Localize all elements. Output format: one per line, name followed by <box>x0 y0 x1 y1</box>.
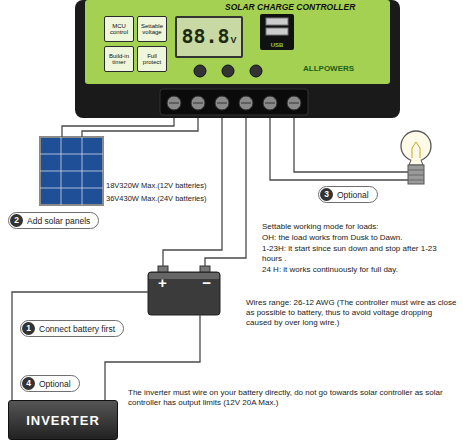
note-text: 18V320W Max.(12V batteries) <box>106 180 206 192</box>
note-text: 24 H: it works continuously for full day… <box>262 265 458 275</box>
buttons <box>194 65 262 77</box>
usb-housing <box>260 14 294 50</box>
product-title: SOLAR CHARGE CONTROLLER <box>225 2 400 12</box>
screw-slots <box>169 102 299 103</box>
battery: +− <box>148 266 220 315</box>
feature-tile: Full protect <box>137 46 167 72</box>
inverter: INVERTER <box>8 400 118 440</box>
battery-body <box>148 272 220 315</box>
bulb-thread <box>408 170 424 180</box>
feature-tile: Build-in timer <box>104 46 134 72</box>
solar-panel <box>40 137 103 205</box>
wire-connector <box>163 118 246 266</box>
note-text: 36V430W Max.(24V batteries) <box>106 193 206 205</box>
terminal-screws <box>167 96 301 110</box>
note-group: 18V320W Max.(12V batteries)36V430W Max.(… <box>106 180 206 206</box>
callout: 4 Optional <box>20 375 80 392</box>
callout-number: 2 <box>10 214 23 227</box>
callout: 1 Connect battery first <box>20 320 124 337</box>
device-name: INVERTER <box>26 413 100 428</box>
terminal-block <box>160 89 308 115</box>
wire-connector <box>12 292 200 400</box>
callout-text: Optional <box>39 379 71 389</box>
callout-text: Connect battery first <box>39 324 115 334</box>
button <box>222 65 234 77</box>
feature-tile: MCU control <box>104 16 134 42</box>
callout: 2 Add solar panels <box>8 212 99 229</box>
controller-housing <box>75 0 400 118</box>
note-text: The inverter must wire on your battery d… <box>128 388 456 408</box>
note-text: OH: the load works from Dusk to Dawn. <box>262 233 458 243</box>
lcd-digits: 88.8 <box>181 24 229 48</box>
note-text: 1-23H: it start since sun down and stop … <box>262 244 458 264</box>
feature-tile: Settable voltage <box>137 16 167 42</box>
brand-name: ALLPOWERS <box>303 64 400 74</box>
panel-grid <box>40 137 103 205</box>
bulb-base <box>408 165 424 184</box>
screw-slot <box>169 102 299 103</box>
bulb-neck <box>409 160 423 165</box>
charge-controller: SOLAR CHARGE CONTROLLER ALLPOWERS MCU cont… <box>75 0 400 118</box>
lcd-display: 88.8V <box>175 16 243 58</box>
button <box>194 65 206 77</box>
note-group: The inverter must wire on your battery d… <box>128 388 456 409</box>
polarity-sign: + <box>158 275 167 315</box>
panel-wire <box>62 118 198 137</box>
feature-label: Full protect <box>139 53 165 66</box>
callout-number: 1 <box>22 322 35 335</box>
button <box>250 65 262 77</box>
usb-slot <box>266 28 288 35</box>
callout-number: 4 <box>22 377 35 390</box>
note-text: Settable working mode for loads: <box>262 222 458 232</box>
usb-port: USB <box>260 14 294 50</box>
note-group: Settable working mode for loads:OH: the … <box>262 222 458 276</box>
load-wire <box>270 118 408 180</box>
callout-text: Add solar panels <box>27 216 90 226</box>
unit-label: V <box>231 35 237 45</box>
port-label: USB <box>271 42 284 48</box>
callout-number: 3 <box>320 188 333 201</box>
feature-label: MCU control <box>106 23 132 36</box>
feature-label: Settable voltage <box>139 23 165 36</box>
note-group: Wires range: 26-12 AWG (The controller m… <box>246 298 458 329</box>
bulb-glass <box>401 131 431 161</box>
feature-label: Build-in timer <box>106 53 132 66</box>
usb-slot <box>266 18 288 25</box>
bulb-filament <box>412 142 420 158</box>
callout-text: Optional <box>337 190 369 200</box>
callout: 3 Optional <box>318 186 378 203</box>
polarity-sign: − <box>202 275 211 315</box>
note-text: Wires range: 26-12 AWG (The controller m… <box>246 298 458 328</box>
